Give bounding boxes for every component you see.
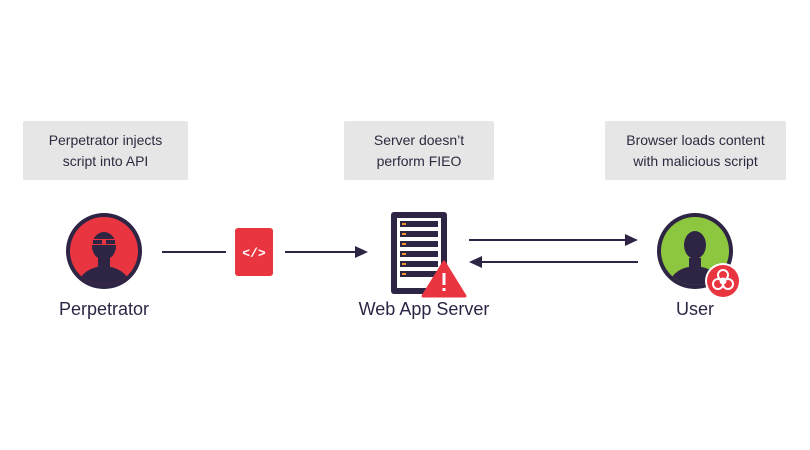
arrowhead-to-server-back: [469, 256, 482, 268]
user-label: User: [675, 299, 714, 319]
arrowhead-to-server: [355, 246, 368, 258]
code-tag-icon: </>: [235, 228, 273, 276]
perpetrator-callout-line2: script into API: [62, 152, 149, 169]
server-callout-line2: perform FIEO: [376, 152, 462, 169]
warning-triangle-icon: [421, 260, 467, 298]
perpetrator-callout: Perpetrator injects script into API: [23, 121, 188, 180]
perpetrator-icon: [66, 213, 142, 289]
server-callout-line1: Server doesn’t: [373, 131, 465, 148]
server-callout: Server doesn’t perform FIEO: [344, 121, 494, 180]
code-badge-text: </>: [242, 246, 266, 261]
user-callout: Browser loads content with malicious scr…: [605, 121, 786, 180]
perpetrator-callout-line1: Perpetrator injects: [48, 131, 163, 148]
user-callout-line1: Browser loads content: [626, 131, 765, 148]
user-callout-line2: with malicious script: [633, 152, 758, 169]
perpetrator-label: Perpetrator: [58, 299, 150, 319]
arrowhead-to-user: [625, 234, 638, 246]
biohazard-icon: [705, 263, 741, 299]
server-label: Web App Server: [358, 299, 490, 319]
